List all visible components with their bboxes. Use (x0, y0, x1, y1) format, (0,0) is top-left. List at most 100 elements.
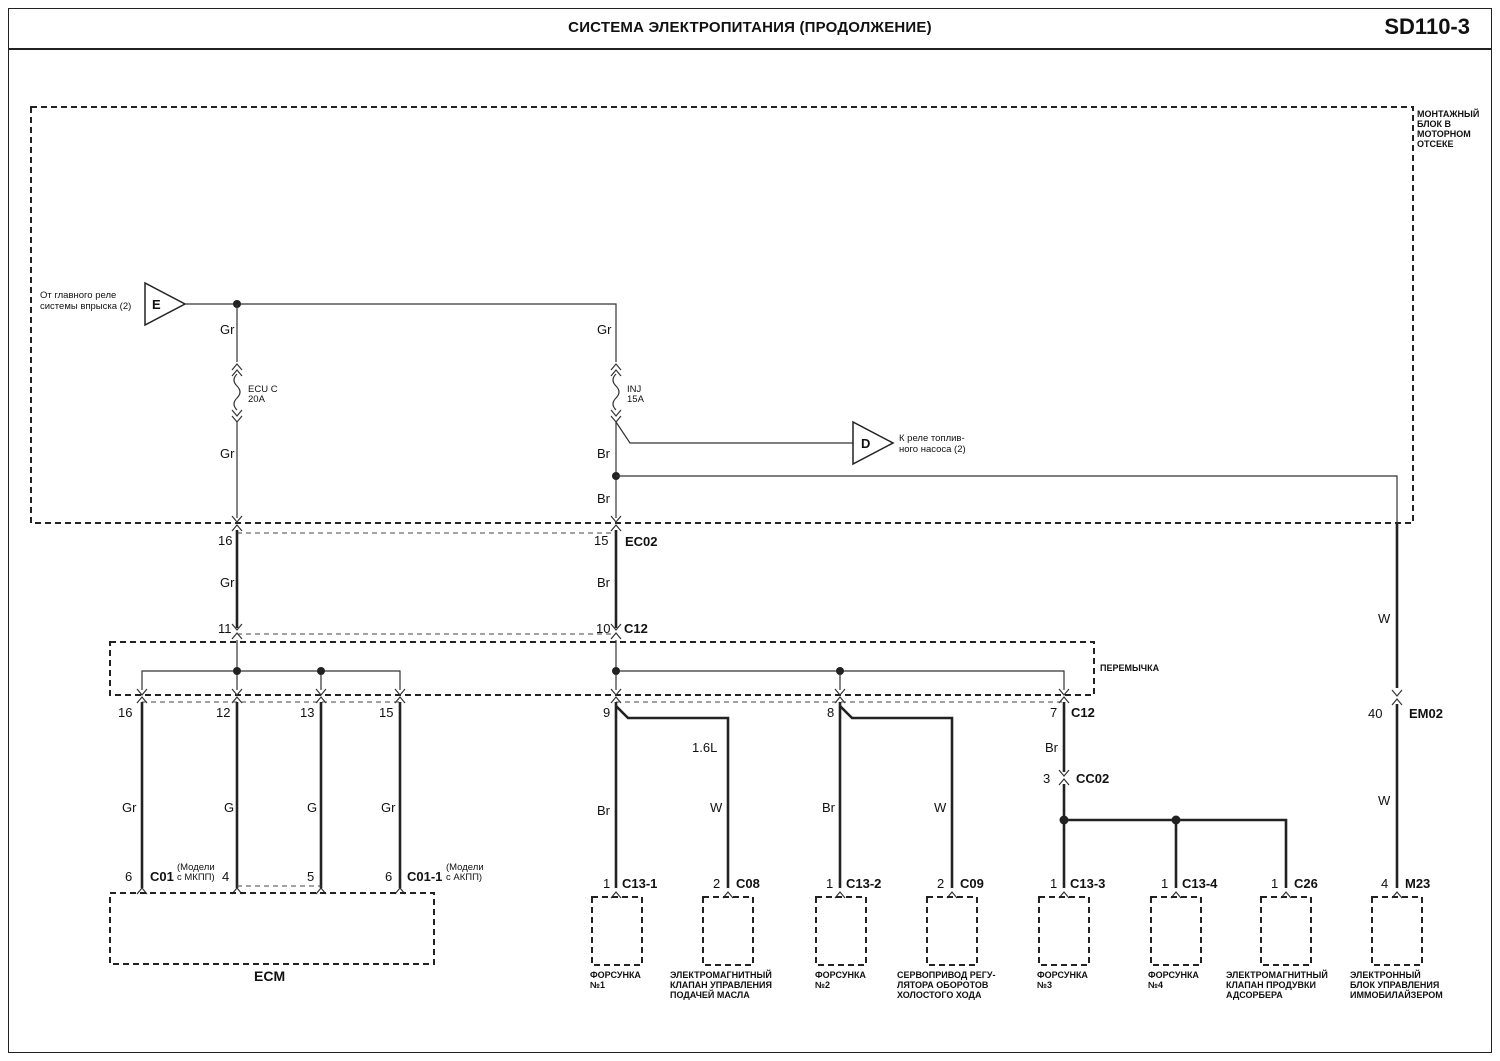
diagram-label: МОНТАЖНЫЙ (1417, 108, 1479, 119)
page-title: СИСТЕМА ЭЛЕКТРОПИТАНИЯ (ПРОДОЛЖЕНИЕ) (568, 19, 932, 36)
diagram-label: ЭЛЕКТРОННЫЙ (1350, 969, 1421, 980)
pin-c01-5: 5 (307, 869, 314, 884)
wire-color-label: Br (597, 803, 611, 818)
diagram-label: От главного реле (40, 290, 116, 301)
injector-4-box (1150, 896, 1202, 966)
wire-color-label: Gr (122, 800, 137, 815)
pin-c13-4: 1 (1161, 876, 1168, 891)
wire-color-label: Br (822, 800, 836, 815)
fuse-inj: INJ 15A (610, 363, 645, 423)
jumper-box (109, 641, 1095, 696)
c01-note: (Модели (177, 862, 215, 873)
pin-c13-2: 1 (826, 876, 833, 891)
variant-label: 1.6L (692, 740, 717, 755)
pin-em02-40: 40 (1368, 706, 1382, 721)
diagram-label: БЛОК УПРАВЛЕНИЯ (1350, 980, 1439, 990)
diagram-label: ЛЯТОРА ОБОРОТОВ (897, 980, 989, 990)
connector-c26: C26 (1294, 876, 1318, 891)
injector-2-box (815, 896, 867, 966)
pin-c26: 1 (1271, 876, 1278, 891)
connector-cc02: CC02 (1076, 771, 1109, 786)
header-bar: СИСТЕМА ЭЛЕКТРОПИТАНИЯ (ПРОДОЛЖЕНИЕ) SD1… (8, 8, 1492, 50)
pin-c12-10: 10 (596, 621, 610, 636)
junction-dot (836, 667, 844, 675)
diagram-label: №3 (1037, 980, 1052, 990)
diagram-label: №2 (815, 980, 830, 990)
wire-color-label: W (1378, 793, 1391, 808)
diagram-label: №1 (590, 980, 605, 990)
junction-dot (612, 667, 620, 675)
wire-color-label: Gr (381, 800, 396, 815)
pin-c12-7: 7 (1050, 705, 1057, 720)
pin-c13-1: 1 (603, 876, 610, 891)
connector-em02: EM02 (1409, 706, 1443, 721)
caption-purge-valve: ЭЛЕКТРОМАГНИТНЫЙ КЛАПАН ПРОДУВКИ АДСОРБЕ… (1226, 969, 1328, 1000)
connector-c12-bottom: C12 (1071, 705, 1095, 720)
caption-injector-3: ФОРСУНКА №3 (1037, 970, 1088, 990)
pin-c12-15: 15 (379, 705, 393, 720)
wire-color-label: Gr (220, 322, 235, 337)
wire-color-label: Gr (220, 575, 235, 590)
page-frame (8, 8, 1492, 1053)
diagram-label: ФОРСУНКА (1148, 970, 1199, 980)
oil-control-valve-box (702, 896, 754, 966)
caption-injector-2: ФОРСУНКА №2 (815, 970, 866, 990)
purge-valve-box (1260, 896, 1312, 966)
connector-c13-4: C13-4 (1182, 876, 1218, 891)
connector-m23: M23 (1405, 876, 1430, 891)
c01-note: с МКПП) (177, 872, 215, 883)
diagram-label: ФОРСУНКА (590, 970, 641, 980)
diagram-label: ПОДАЧЕЙ МАСЛА (670, 989, 750, 1000)
connector-c13-3: C13-3 (1070, 876, 1105, 891)
pin-c12-13: 13 (300, 705, 314, 720)
caption-injector-4: ФОРСУНКА №4 (1148, 970, 1199, 990)
diagram-label: ECU C (248, 384, 278, 395)
connector-c13-1: C13-1 (622, 876, 657, 891)
pin-ec02-16: 16 (218, 533, 232, 548)
diagram-label: КЛАПАН УПРАВЛЕНИЯ (670, 980, 772, 990)
diagram-label: АДСОРБЕРА (1226, 990, 1283, 1000)
caption-idle-speed-actuator: СЕРВОПРИВОД РЕГУ- ЛЯТОРА ОБОРОТОВ ХОЛОСТ… (897, 970, 996, 1000)
page-number: SD110-3 (1384, 14, 1470, 39)
diagram-label: КЛАПАН ПРОДУВКИ (1226, 980, 1316, 990)
diagram-label: 20A (248, 394, 266, 405)
fuse-ecu-c: ECU C 20A (231, 363, 278, 423)
wire-color-label: Gr (220, 446, 235, 461)
diagram-label: D (861, 436, 870, 451)
caption-injector-1: ФОРСУНКА №1 (590, 970, 641, 990)
source-e: E От главного реле системы впрыска (2) (40, 281, 187, 327)
pin-c09: 2 (937, 876, 944, 891)
connector-c01: C01 (150, 869, 174, 884)
pin-c01-6: 6 (125, 869, 132, 884)
diagram-label: СЕРВОПРИВОД РЕГУ- (897, 970, 996, 980)
pin-c12-8: 8 (827, 705, 834, 720)
wire-color-label: Br (597, 491, 611, 506)
ecm-label: ECM (254, 968, 285, 984)
diagram-label: МОТОРНОМ (1417, 129, 1471, 139)
pin-c12-9: 9 (603, 705, 610, 720)
diagram-label: INJ (627, 384, 642, 395)
jumper-label: ПЕРЕМЫЧКА (1100, 663, 1160, 673)
diagram-label: ФОРСУНКА (1037, 970, 1088, 980)
caption-immobilizer: ЭЛЕКТРОННЫЙ БЛОК УПРАВЛЕНИЯ ИММОБИЛАЙЗЕР… (1350, 969, 1443, 1000)
junction-dot (233, 667, 241, 675)
wire-color-label: W (1378, 611, 1391, 626)
engine-box-label: МОНТАЖНЫЙ БЛОК В МОТОРНОМ ОТСЕКЕ (1417, 108, 1479, 149)
caption-oil-control-valve: ЭЛЕКТРОМАГНИТНЫЙ КЛАПАН УПРАВЛЕНИЯ ПОДАЧ… (670, 969, 772, 1000)
wire-color-label: W (710, 800, 723, 815)
c01-1-note: с АКПП) (446, 872, 482, 883)
diagram-label: ФОРСУНКА (815, 970, 866, 980)
injector-1-box (591, 896, 643, 966)
wire-color-label: Gr (597, 322, 612, 337)
diagram-label: ЭЛЕКТРОМАГНИТНЫЙ (1226, 969, 1328, 980)
destination-d: D К реле топлив- ного насоса (2) (852, 420, 966, 466)
junction-dot (1059, 815, 1069, 825)
immobilizer-box (1371, 896, 1423, 966)
injector-3-box (1038, 896, 1090, 966)
connector-c09: C09 (960, 876, 984, 891)
diagram-label: ного насоса (2) (899, 444, 966, 455)
diagram-label: 15A (627, 394, 645, 405)
diagram-label: №4 (1148, 980, 1163, 990)
wire-color-label: G (224, 800, 234, 815)
